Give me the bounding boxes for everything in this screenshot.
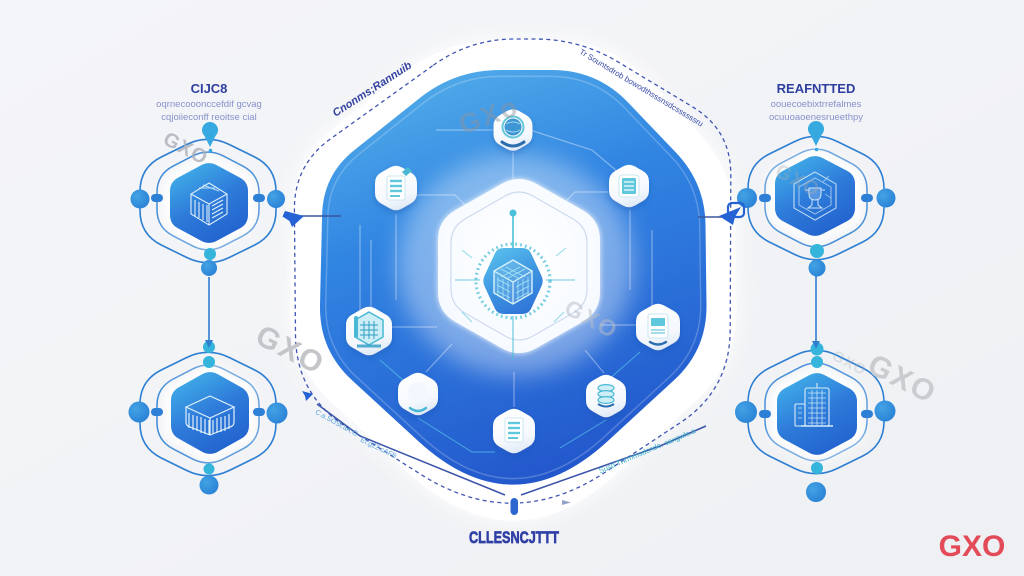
svg-text:oqrnecooonccefdif gcvag: oqrnecooonccefdif gcvag: [156, 99, 262, 110]
svg-text:REAFNTTED: REAFNTTED: [777, 81, 856, 96]
svg-text:CLLESNCJTTT: CLLESNCJTTT: [469, 528, 559, 547]
svg-text:GXO: GXO: [939, 530, 1006, 563]
svg-text:ocuuoaoenesrueethpy: ocuuoaoenesrueethpy: [769, 112, 863, 123]
svg-text:cqjoiieconff reoitse cial: cqjoiieconff reoitse cial: [161, 112, 256, 123]
svg-text:oouecoebixtrrefalmes: oouecoebixtrrefalmes: [771, 99, 862, 110]
svg-text:CIJC8: CIJC8: [191, 81, 228, 96]
